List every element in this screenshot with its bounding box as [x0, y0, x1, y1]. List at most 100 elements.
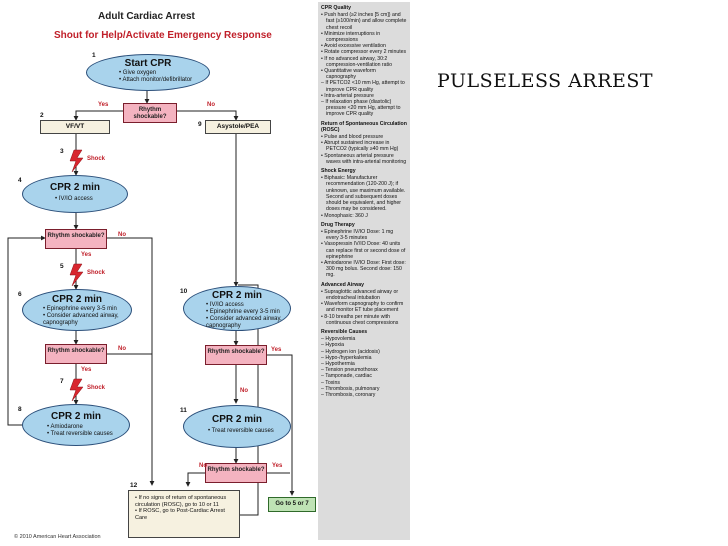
step-number: 6	[18, 291, 22, 298]
reference-item: – Hypo-/hyperkalemia	[321, 354, 372, 361]
no-label: No	[199, 463, 207, 469]
reference-item: • Intra-arterial pressure	[321, 92, 374, 99]
cpr-step-item: Epinephrine every 3-5 min	[206, 309, 298, 316]
slide-heading: PULSELESS ARREST	[437, 70, 654, 92]
cpr-step-item: IV/IO access	[206, 302, 298, 309]
reference-item: • Abrupt sustained increase in PETCO2 (t…	[321, 140, 399, 153]
shock-label: Shock	[87, 156, 106, 162]
reference-item: • Push hard (≥2 inches [5 cm]) and fast …	[321, 12, 407, 31]
reference-section-title: Shock Energy	[321, 168, 356, 175]
reference-item: • Monophasic: 360 J	[321, 212, 368, 219]
start-item: Attach monitor/defibrillator	[119, 77, 192, 84]
reference-item: • If no advanced airway, 30:2 compressio…	[321, 55, 393, 68]
start-item: Give oxygen	[119, 70, 192, 77]
step-number: 2	[40, 112, 44, 119]
reference-item: • 8-10 breaths per minute with continuou…	[321, 313, 399, 326]
rhythm-shockable-decision: Rhythm shockable?	[205, 463, 267, 483]
cpr-step-10-oval: CPR 2 min IV/IO access Epinephrine every…	[183, 286, 291, 331]
cpr-step-item: Treat reversible causes	[208, 428, 274, 435]
reference-panel: CPR Quality• Push hard (≥2 inches [5 cm]…	[318, 2, 410, 540]
yes-label: Yes	[98, 102, 109, 108]
cpr-step-6-oval: CPR 2 min Epinephrine every 3-5 min Cons…	[22, 289, 132, 331]
reference-item: – Thrombosis, pulmonary	[321, 385, 380, 392]
reference-item: • Amiodarone IV/IO Dose: First dose: 300…	[321, 259, 406, 279]
reference-item: • Spontaneous arterial pressure waves wi…	[321, 152, 407, 165]
yes-label: Yes	[81, 252, 92, 258]
reference-section-title: Drug Therapy	[321, 221, 355, 228]
flow-connectors	[7, 90, 295, 516]
cpr-step-8-oval: CPR 2 min Amiodarone Treat reversible ca…	[22, 404, 130, 446]
goto-box: Go to 5 or 7	[268, 497, 316, 512]
reference-section-title: Return of Spontaneous Circulation (ROSC)	[321, 120, 407, 133]
reference-item: – If relaxation phase (diastolic) pressu…	[321, 99, 401, 118]
chart-title: Adult Cardiac Arrest	[98, 11, 195, 22]
reference-item: • Vasopressin IV/IO Dose: 40 units can r…	[321, 241, 406, 260]
vf-vt-box: VF/VT	[40, 120, 110, 134]
rhythm-shockable-decision: Rhythm shockable?	[123, 103, 177, 123]
reference-item: – Thrombosis, coronary	[321, 391, 376, 398]
reference-item: – Toxins	[321, 379, 340, 386]
reference-section: Shock Energy• Biphasic: Manufacturer rec…	[321, 168, 407, 219]
cpr-step-title: CPR 2 min	[51, 294, 102, 305]
cpr-step-11-oval: CPR 2 min Treat reversible causes	[183, 405, 291, 448]
no-label: No	[240, 388, 248, 394]
yes-label: Yes	[271, 347, 282, 353]
start-cpr-oval: Start CPR Give oxygen Attach monitor/def…	[86, 54, 210, 91]
rhythm-shockable-decision: Rhythm shockable?	[45, 229, 107, 249]
shock-bolt-icon	[69, 149, 84, 173]
shock-label: Shock	[87, 385, 106, 391]
asystole-pea-box: Asystole/PEA	[205, 120, 271, 134]
shock-bolt-icon	[69, 378, 84, 402]
reference-item: – Hypovolemia	[321, 336, 356, 343]
step-number: 9	[198, 121, 202, 128]
rosc-item: • If no signs of return of spontaneous c…	[135, 495, 227, 508]
copyright-note: © 2010 American Heart Association	[14, 534, 101, 540]
reference-section: CPR Quality• Push hard (≥2 inches [5 cm]…	[321, 5, 407, 118]
reference-item: – Tamponade, cardiac	[321, 373, 372, 380]
no-label: No	[118, 232, 126, 238]
reference-item: • Biphasic: Manufacturer recommendation …	[321, 175, 406, 213]
reference-section: Reversible Causes– Hypovolemia– Hypoxia–…	[321, 329, 407, 398]
step-number: 10	[180, 288, 188, 295]
rosc-item: • If ROSC, go to Post-Cardiac Arrest Car…	[135, 508, 225, 521]
step-number: 5	[60, 263, 64, 270]
step-number: 1	[92, 52, 96, 59]
reference-section-title: CPR Quality	[321, 5, 351, 11]
yes-label: Yes	[81, 367, 92, 373]
cpr-step-4-oval: CPR 2 min IV/IO access	[22, 175, 128, 213]
reference-section-title: Advanced Airway	[321, 281, 365, 288]
start-cpr-title: Start CPR	[124, 58, 172, 69]
reference-section: Advanced Airway• Supraglottic advanced a…	[321, 282, 407, 326]
step-number: 11	[180, 407, 187, 414]
reference-section: Drug Therapy• Epinephrine IV/IO Dose: 1 …	[321, 222, 407, 279]
cpr-step-title: CPR 2 min	[49, 182, 100, 193]
reference-item: • Epinephrine IV/IO Dose: 1 mg every 3-5…	[321, 228, 394, 242]
reference-item: – Hydrogen ion (acidosis)	[321, 348, 380, 355]
chart-subtitle: Shout for Help/Activate Emergency Respon…	[54, 30, 272, 41]
rosc-check-box: • If no signs of return of spontaneous c…	[128, 490, 240, 538]
reference-item: • Pulse and blood pressure	[321, 134, 384, 141]
step-number: 3	[60, 148, 64, 155]
rhythm-shockable-decision: Rhythm shockable?	[45, 344, 107, 364]
reference-item: – Hypoxia	[321, 342, 345, 349]
step-number: 4	[18, 177, 22, 184]
reference-item: • Waveform capnography to confirm and mo…	[321, 301, 404, 314]
reference-item: • Avoid excessive ventilation	[321, 43, 386, 50]
cpr-step-item: Consider advanced airway, capnography	[43, 313, 135, 327]
reference-section: Return of Spontaneous Circulation (ROSC)…	[321, 121, 407, 165]
cpr-step-item: Amiodarone	[47, 424, 113, 431]
step-number: 8	[18, 406, 22, 413]
reference-item: • Quantitative waveform capnography	[321, 68, 376, 81]
step-number: 12	[130, 482, 138, 489]
shock-label: Shock	[87, 270, 106, 276]
cpr-step-item: Treat reversible causes	[47, 431, 113, 438]
reference-item: – If PETCO2 <10 mm Hg, attempt to improv…	[321, 80, 405, 93]
shock-bolt-icon	[69, 263, 84, 287]
rhythm-shockable-decision: Rhythm shockable?	[205, 345, 267, 365]
reference-item: • Rotate compressor every 2 minutes	[321, 49, 407, 56]
cpr-step-title: CPR 2 min	[50, 411, 101, 422]
reference-section-title: Reversible Causes	[321, 328, 368, 335]
reference-item: – Hypothermia	[321, 360, 355, 367]
step-number: 7	[60, 378, 64, 385]
reference-item: – Tension pneumothorax	[321, 367, 378, 374]
